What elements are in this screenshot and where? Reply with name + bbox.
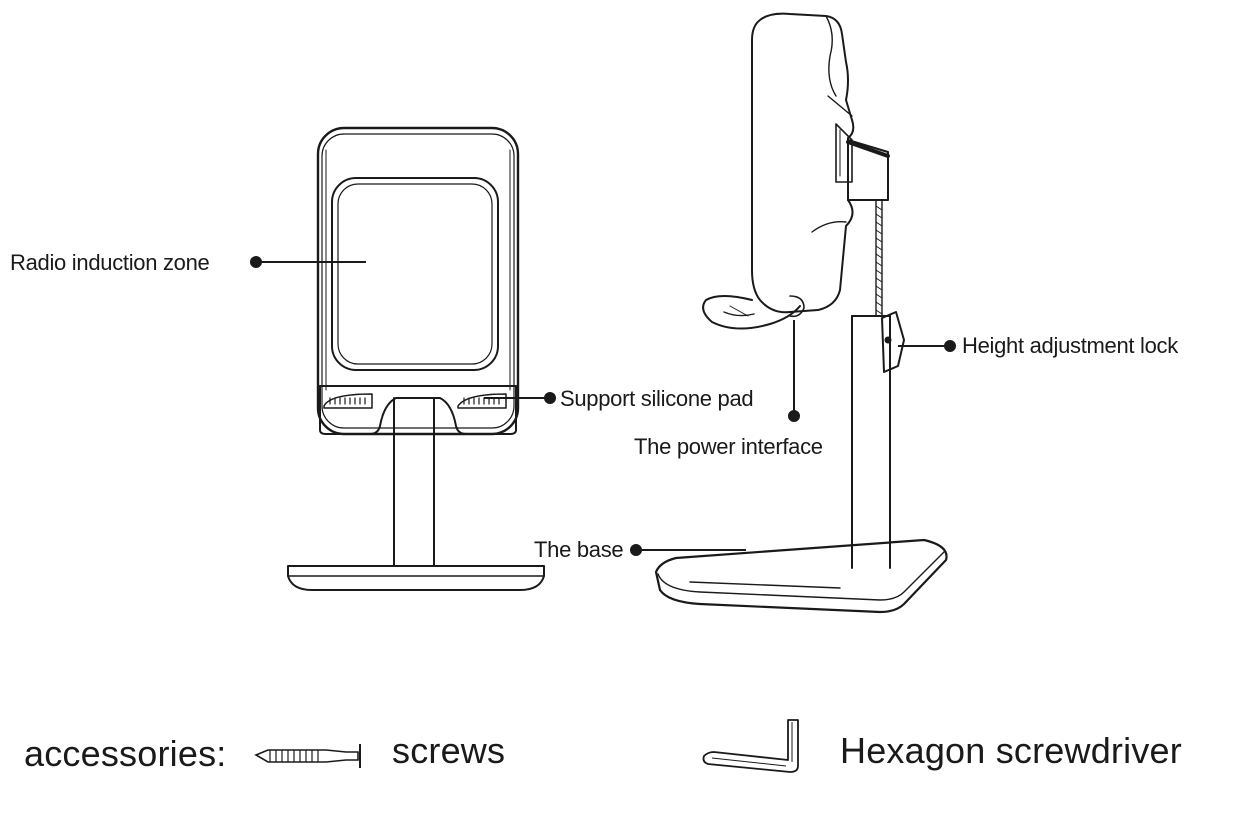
label-height-adjustment-lock: Height adjustment lock: [962, 333, 1178, 358]
stand-front-view-icon: [287, 126, 545, 591]
screw-icon: [254, 744, 361, 768]
accessory-hex-screwdriver-label: Hexagon screwdriver: [840, 730, 1182, 771]
label-the-base: The base: [534, 537, 624, 562]
label-radio-induction-zone: Radio induction zone: [10, 250, 210, 275]
label-support-silicone-pad: Support silicone pad: [560, 386, 754, 411]
callout-leaders: [250, 256, 956, 556]
stand-side-view-icon: [654, 12, 948, 614]
label-power-interface: The power interface: [634, 434, 823, 459]
accessories-heading: accessories:: [24, 733, 227, 774]
accessory-screws-label: screws: [392, 730, 506, 771]
hex-key-icon: [702, 719, 799, 773]
